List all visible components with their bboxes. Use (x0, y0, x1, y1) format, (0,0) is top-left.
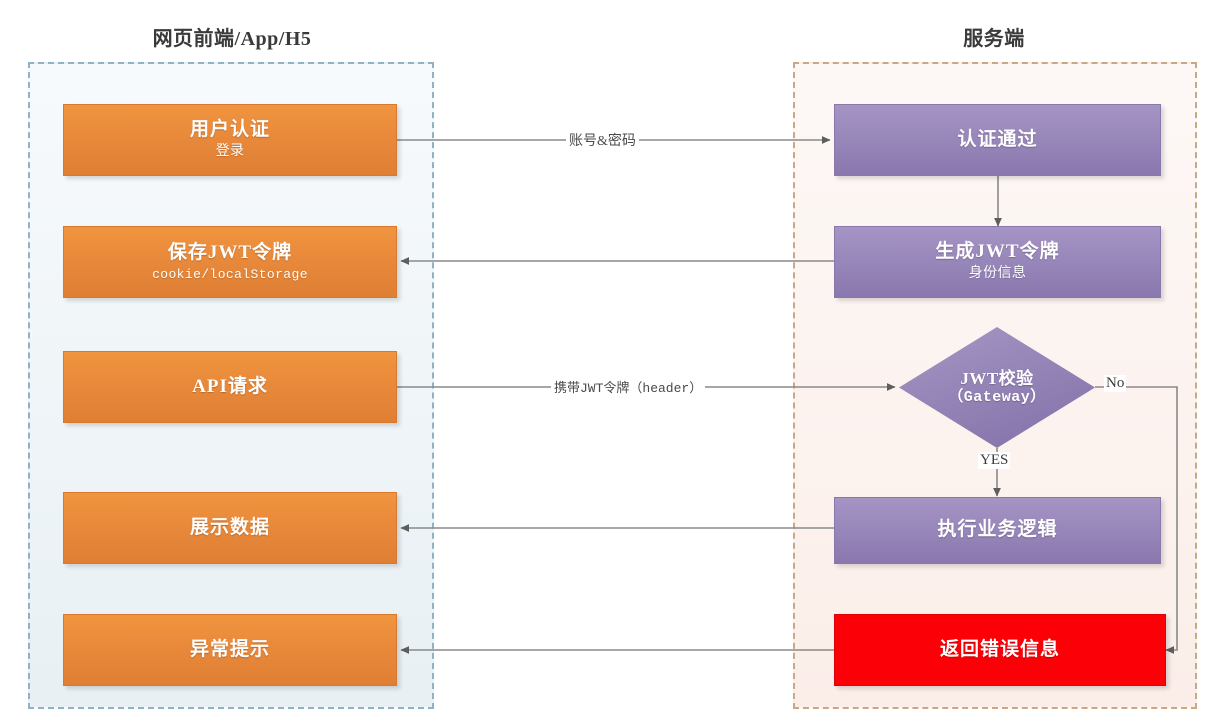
branch-label-yes: YES (978, 452, 1011, 469)
node-title: 执行业务逻辑 (937, 519, 1058, 541)
node-save-jwt[interactable]: 保存JWT令牌 cookie/localStorage (63, 226, 397, 298)
node-jwt-verify[interactable]: JWT校验 （Gateway） (899, 327, 1095, 448)
node-user-auth[interactable]: 用户认证 登录 (63, 104, 397, 176)
node-run-business[interactable]: 执行业务逻辑 (834, 497, 1161, 564)
node-show-data[interactable]: 展示数据 (63, 492, 397, 564)
node-title: 生成JWT令牌 (935, 241, 1060, 263)
node-subtitle: 登录 (215, 144, 245, 160)
node-gen-jwt[interactable]: 生成JWT令牌 身份信息 (834, 226, 1161, 298)
node-title: 异常提示 (189, 638, 270, 660)
node-api-request[interactable]: API请求 (63, 351, 397, 423)
node-title: 用户认证 (189, 119, 270, 141)
node-title: 保存JWT令牌 (167, 241, 293, 263)
node-auth-pass[interactable]: 认证通过 (834, 104, 1161, 176)
column-title-client: 网页前端/App/H5 (152, 28, 312, 50)
column-title-server: 服务端 (963, 28, 1025, 50)
node-subtitle: 身份信息 (968, 266, 1027, 282)
node-error-tip[interactable]: 异常提示 (63, 614, 397, 686)
node-title: JWT校验 (960, 368, 1034, 388)
branch-label-no: No (1104, 375, 1127, 392)
node-title: 返回错误信息 (939, 638, 1060, 660)
edge-label-bearer-token: 携带JWT令牌（header） (551, 377, 706, 396)
node-title: 认证通过 (957, 128, 1038, 150)
node-return-error[interactable]: 返回错误信息 (834, 614, 1166, 686)
node-subtitle: （Gateway） (948, 388, 1046, 406)
node-subtitle: cookie/localStorage (152, 267, 308, 283)
edge-label-credentials: 账号&密码 (566, 130, 639, 150)
node-title: 展示数据 (189, 516, 270, 538)
node-title: API请求 (192, 375, 268, 397)
